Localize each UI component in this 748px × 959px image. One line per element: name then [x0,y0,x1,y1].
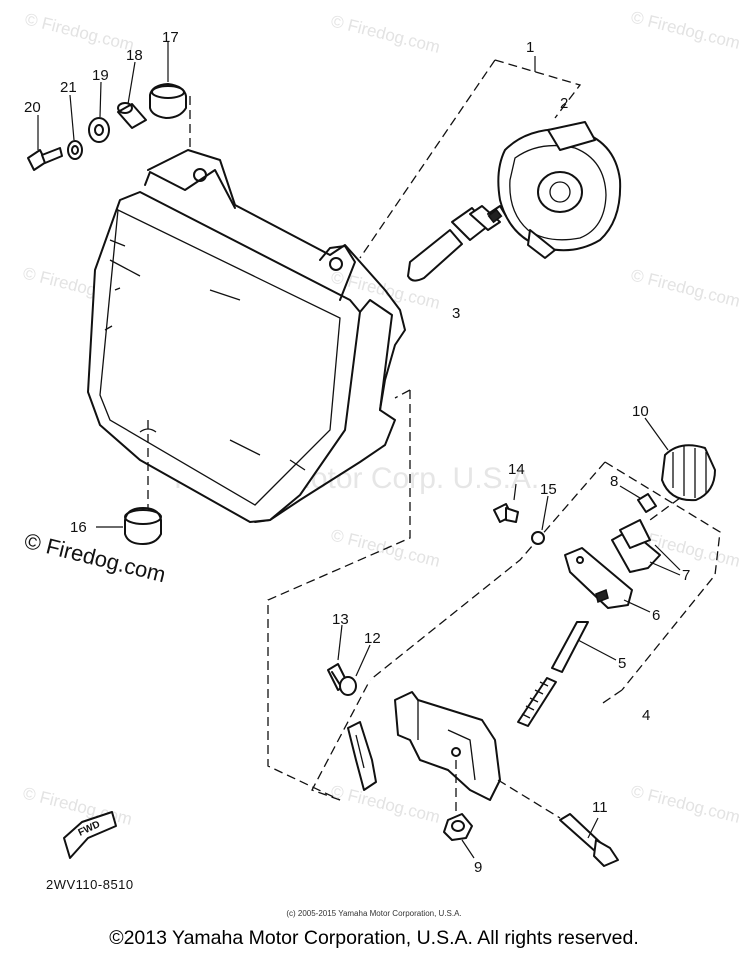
part-number: 1 [526,39,534,56]
part-labels: 1 2 3 4 5 6 7 8 9 10 11 12 13 14 15 16 1… [24,29,690,876]
part-number: 7 [682,567,690,584]
headlight-body [87,149,406,523]
mounting-bracket [347,691,501,801]
adjuster-knob [644,417,716,521]
fwd-arrow: FWD [63,811,117,859]
part-number: 18 [126,47,143,64]
adjuster-screw [517,621,617,727]
part-number: 6 [652,607,660,624]
part-number: 11 [592,799,608,816]
part-number: 10 [632,403,649,420]
pivot-bolt [497,779,619,867]
watermark: © Firedog.com [629,265,742,310]
mount-hardware [27,42,191,171]
lock-nut [443,760,475,859]
watermark: © Firedog.com [21,783,134,828]
bulb [407,205,507,282]
part-number: 12 [364,630,381,647]
part-number: 5 [618,655,626,672]
part-number: 15 [540,481,557,498]
watermark: © Firedog.com [23,9,136,54]
bolt-and-nut [493,483,549,545]
copyright-notice: ©2013 Yamaha Motor Corporation, U.S.A. A… [109,927,639,949]
clip-and-collar [327,624,371,696]
part-number: 20 [24,99,41,116]
part-number: 4 [642,707,650,724]
part-number: 13 [332,611,349,628]
part-number: 14 [508,461,525,478]
part-number: 16 [70,519,87,536]
lower-grommet [96,507,162,545]
watermark: © Firedog.com [329,781,442,826]
part-number: 17 [162,29,179,46]
socket-cover [497,121,622,259]
part-number: 9 [474,859,482,876]
watermark: © Firedog.com [629,781,742,826]
adjuster-brackets [564,485,681,613]
part-number: 21 [60,79,77,96]
diagram-code: 2WV110-8510 [46,877,134,892]
part-number: 2 [560,95,568,112]
watermark: © Firedog.com [329,11,442,56]
part-number: 3 [452,305,460,322]
small-copyright: (c) 2005-2015 Yamaha Motor Corporation, … [286,909,462,918]
watermark: © Firedog.com [629,7,742,52]
assembly-brackets [267,56,721,801]
part-number: 8 [610,473,618,490]
part-number: 19 [92,67,109,84]
